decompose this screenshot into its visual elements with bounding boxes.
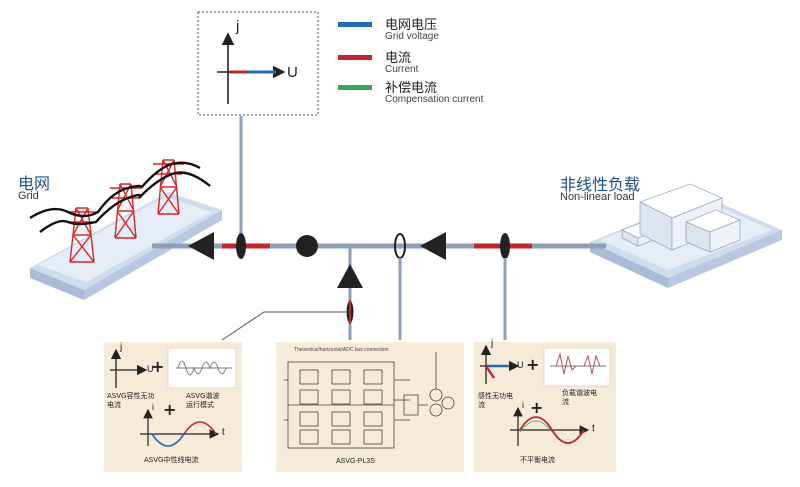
panel-right-u-label: U [517, 360, 524, 370]
legend-current-zh: 电流 [385, 51, 412, 66]
panel-left-neutral-label: ASVG中性线电流 [144, 456, 199, 464]
panel-right-wave-green [519, 420, 553, 433]
grid-label-en: Grid [18, 190, 39, 202]
legend-compensation-en: Compensation current [385, 94, 484, 105]
factory-buildings [621, 183, 742, 253]
power-line-upper [29, 161, 201, 220]
panel-left-plus-2: + [163, 400, 176, 419]
panel-mid [276, 342, 464, 472]
panel-mid-caption: ASVG-PL3S [336, 458, 375, 465]
ct-sensor-right [500, 233, 510, 259]
panel-left-plus-1: + [151, 357, 164, 376]
legend-swatch-current [338, 55, 372, 60]
injection-arrow [337, 264, 363, 288]
panel-right-plus-1: + [526, 355, 539, 374]
panel-left-u-label: U [147, 364, 154, 374]
panel-right-harmonic-label: 负载谐波电流 [562, 389, 597, 406]
panel-left-wave-blue [151, 433, 185, 447]
panel-left-j-label: j [120, 342, 123, 353]
load-label-zh: 非线性负载 [560, 175, 641, 194]
phasor-top-j-label: j [236, 18, 240, 35]
panel-right-reactive-label: 感性无功电流 [478, 392, 513, 409]
phasor-top-u-label: U [287, 64, 298, 81]
panel-right-harmonic-plot [543, 347, 611, 387]
legend-compensation-zh: 补偿电流 [385, 81, 438, 96]
ct-sensor-left [236, 233, 246, 259]
load-label-en: Non-linear load [560, 191, 635, 203]
grid-label-zh: 电网 [18, 174, 51, 193]
legend-current-en: Current [385, 64, 419, 75]
panel-left-i-label: i [152, 402, 154, 412]
legend-voltage-zh: 电网电压 [385, 18, 438, 33]
panel-left-t-label: t [222, 427, 225, 438]
panel-right-wave-red [519, 416, 585, 444]
leader-line [221, 311, 347, 341]
panel-left-harmonic-wave [177, 360, 227, 376]
flow-arrow-right [420, 232, 446, 260]
panel-right-plus-2: + [530, 398, 543, 417]
panel-right-i-label: i [522, 400, 524, 410]
panel-right-j-label: j [491, 338, 494, 349]
legend-swatch-compensation [338, 85, 372, 90]
phasor-box-top [197, 11, 319, 116]
flow-arrow-left [188, 232, 214, 260]
bus-node [296, 235, 318, 257]
panel-left-wave-red [183, 421, 217, 435]
panel-right-unbalance-label: 不平衡电流 [520, 456, 555, 464]
panel-left-reactive-label: ASVG容性无功电流 [107, 392, 155, 409]
power-line-lower [39, 171, 211, 233]
panel-left-harmonic-label: ASVG谐波运行模式 [186, 392, 220, 409]
panel-right-current-vector [485, 365, 495, 379]
panel-right-harmonic-wave [555, 352, 601, 375]
legend-voltage-en: Grid voltage [385, 31, 439, 42]
panel-mid-header: Thevertical/horizontal/ADC bus connectio… [294, 347, 389, 353]
panel-right-t-label: t [592, 423, 595, 434]
circuit-schematic [284, 352, 455, 449]
legend-swatch-voltage [338, 22, 372, 27]
grid-platform [30, 192, 222, 300]
